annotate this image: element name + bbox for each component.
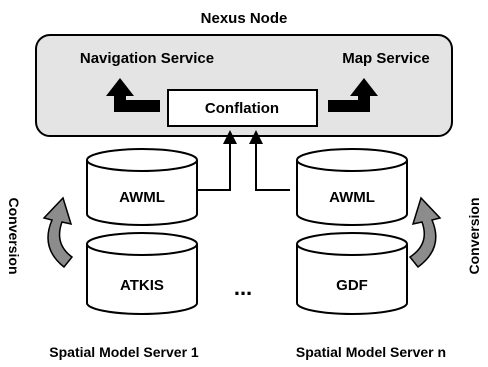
nexus-node-title: Nexus Node bbox=[201, 10, 288, 27]
connector-left-arrowhead bbox=[223, 130, 237, 144]
server-n-awml-database: AWML bbox=[296, 148, 408, 226]
server-1-caption: Spatial Model Server 1 bbox=[49, 344, 199, 360]
navigation-arrow bbox=[106, 78, 160, 112]
connector-right bbox=[255, 142, 290, 191]
server-1-atkis-database: ATKIS bbox=[86, 232, 198, 315]
conversion-label-left: Conversion bbox=[6, 197, 22, 274]
conversion-arrow-left bbox=[42, 196, 74, 269]
server-n-caption: Spatial Model Server n bbox=[296, 344, 446, 360]
conflation-label: Conflation bbox=[205, 100, 279, 117]
server-n-gdf-database: GDF bbox=[296, 232, 408, 315]
servers-ellipsis: ... bbox=[234, 275, 252, 300]
connector-left bbox=[198, 142, 231, 191]
map-service-label: Map Service bbox=[342, 50, 430, 67]
connector-right-arrowhead bbox=[249, 130, 263, 144]
conversion-label-right: Conversion bbox=[466, 197, 482, 274]
navigation-service-label: Navigation Service bbox=[80, 50, 214, 67]
server-1-atkis-label: ATKIS bbox=[120, 277, 164, 294]
server-n-awml-label: AWML bbox=[329, 189, 375, 206]
map-arrow bbox=[328, 78, 378, 112]
server-1-awml-label: AWML bbox=[119, 189, 165, 206]
server-1-awml-database: AWML bbox=[86, 148, 198, 226]
server-n-gdf-label: GDF bbox=[336, 277, 368, 294]
conversion-arrow-right bbox=[408, 196, 442, 269]
conflation-box bbox=[167, 89, 318, 127]
